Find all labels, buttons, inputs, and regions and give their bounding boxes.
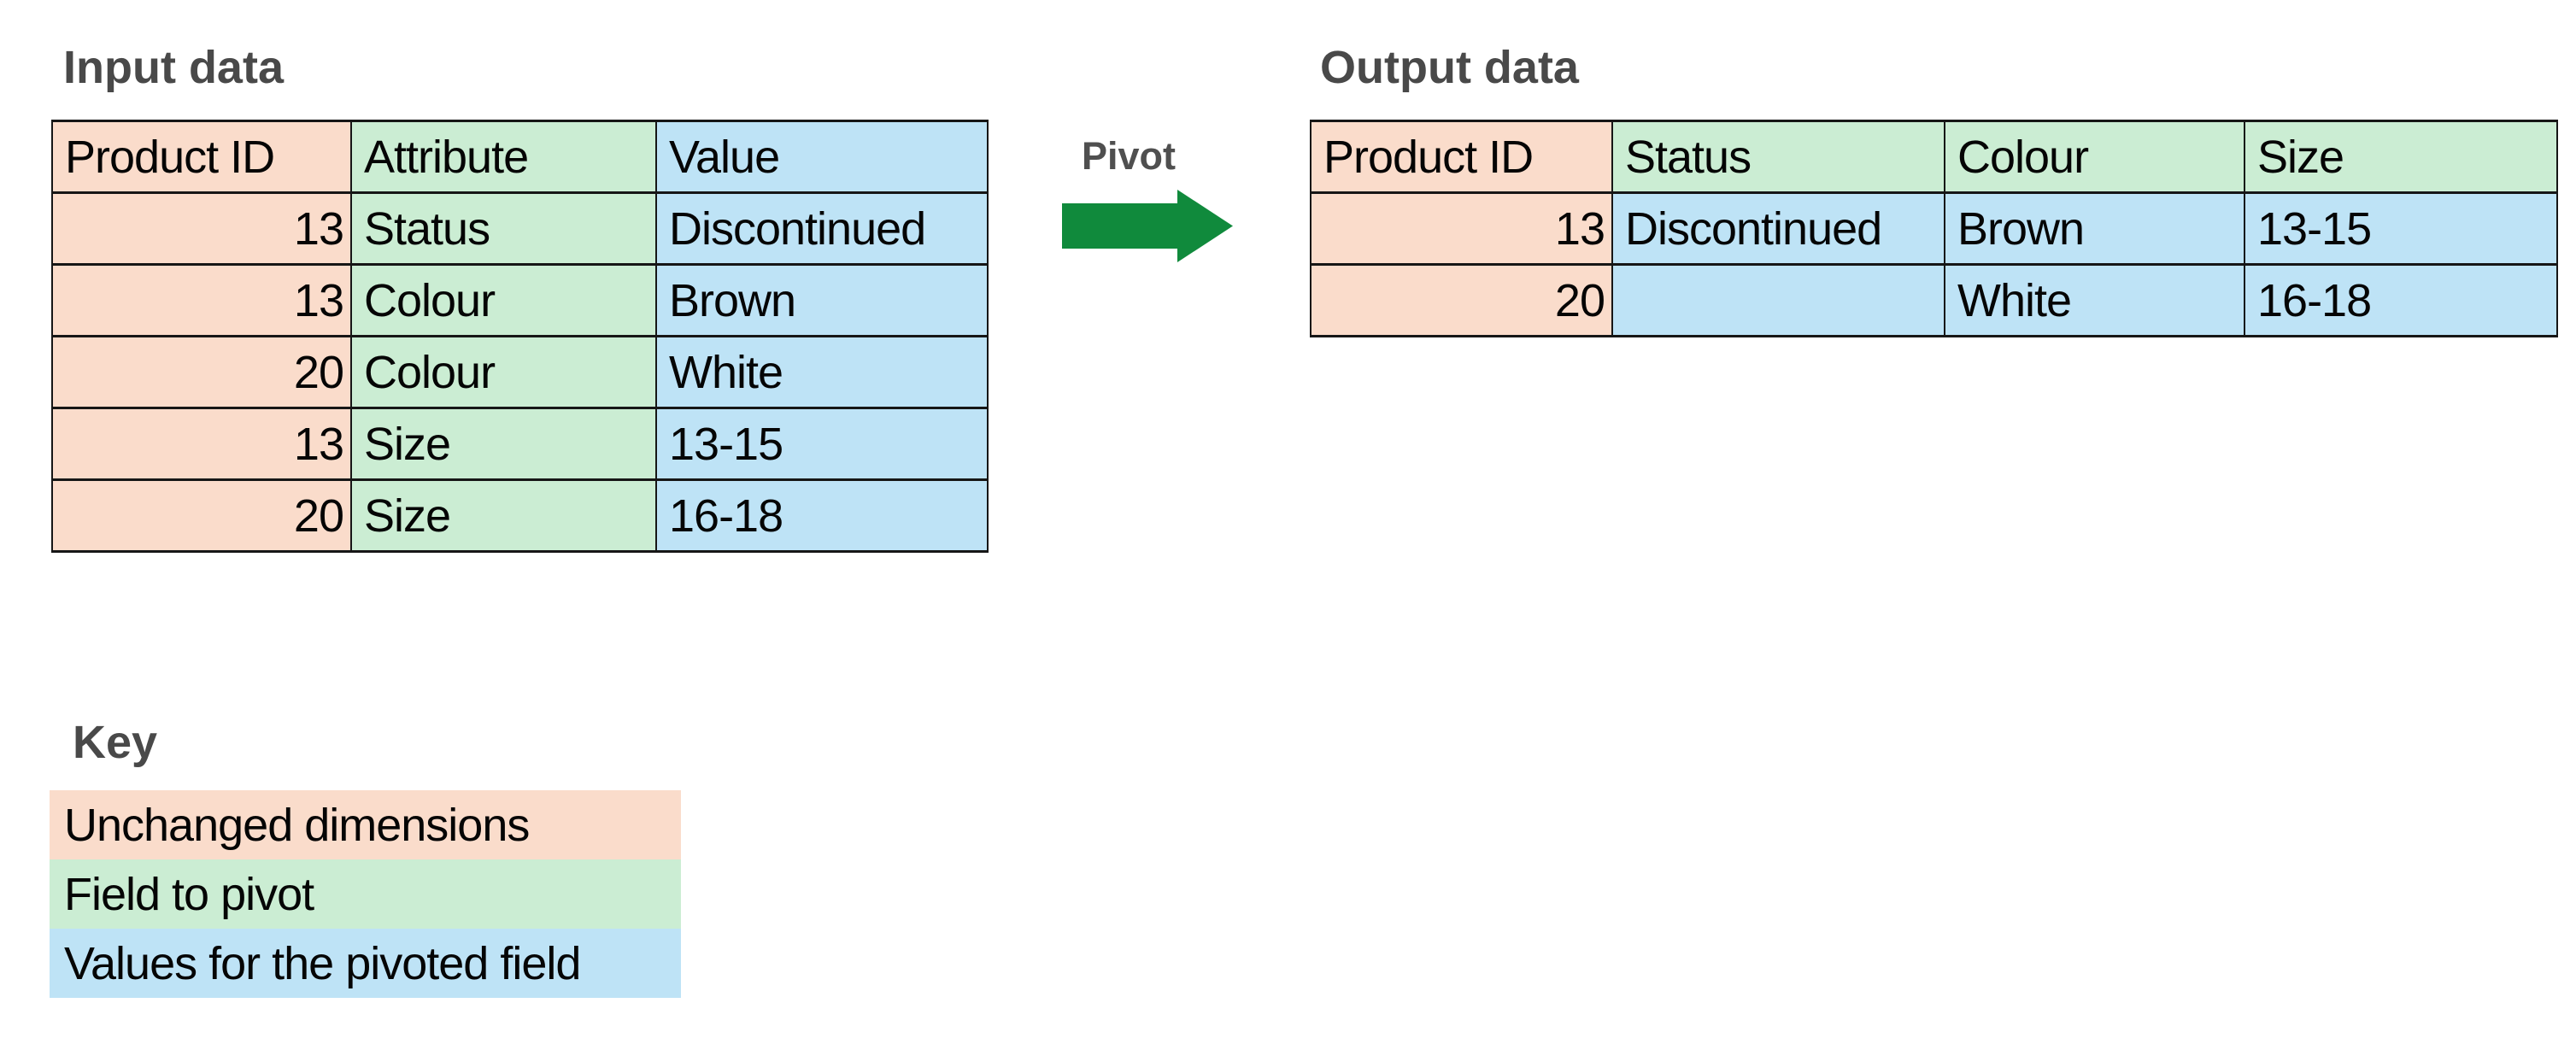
table-row: 13 Discontinued Brown 13-15 — [1310, 191, 2558, 266]
output-header-size: Size — [2244, 120, 2558, 194]
table-row: 20 Size 16-18 — [51, 478, 989, 553]
pivot-label: Pivot — [1082, 134, 1177, 178]
input-cell-attribute: Colour — [350, 335, 657, 409]
input-cell-product-id: 20 — [51, 335, 352, 409]
input-cell-attribute: Status — [350, 191, 657, 266]
key-title: Key — [73, 717, 158, 768]
input-data-title: Input data — [63, 42, 284, 93]
input-cell-value: Discontinued — [655, 191, 989, 266]
input-cell-attribute: Size — [350, 478, 657, 553]
input-cell-attribute: Size — [350, 407, 657, 481]
pivot-arrow-icon — [1062, 190, 1233, 262]
output-cell-product-id: 20 — [1310, 263, 1613, 337]
output-header-status: Status — [1611, 120, 1945, 194]
output-data-title: Output data — [1320, 42, 1579, 93]
input-cell-value: 13-15 — [655, 407, 989, 481]
input-cell-value: White — [655, 335, 989, 409]
table-row: 13 Size 13-15 — [51, 407, 989, 481]
key-item-values-for-pivoted-field: Values for the pivoted field — [50, 929, 681, 998]
input-header-row: Product ID Attribute Value — [51, 120, 989, 194]
input-cell-product-id: 20 — [51, 478, 352, 553]
key-item-label: Unchanged dimensions — [64, 799, 530, 851]
output-header-row: Product ID Status Colour Size — [1310, 120, 2558, 194]
output-data-table: Product ID Status Colour Size 13 Discont… — [1310, 120, 2558, 337]
input-cell-value: Brown — [655, 263, 989, 337]
output-cell-size: 13-15 — [2244, 191, 2558, 266]
input-data-table: Product ID Attribute Value 13 Status Dis… — [51, 120, 989, 553]
key-item-unchanged-dimensions: Unchanged dimensions — [50, 790, 681, 859]
key-item-field-to-pivot: Field to pivot — [50, 859, 681, 929]
output-cell-colour: White — [1944, 263, 2245, 337]
input-cell-product-id: 13 — [51, 263, 352, 337]
output-cell-status: Discontinued — [1611, 191, 1945, 266]
input-cell-product-id: 13 — [51, 407, 352, 481]
table-row: 20 White 16-18 — [1310, 263, 2558, 337]
output-cell-size: 16-18 — [2244, 263, 2558, 337]
table-row: 13 Colour Brown — [51, 263, 989, 337]
input-cell-attribute: Colour — [350, 263, 657, 337]
key-item-label: Values for the pivoted field — [64, 937, 581, 989]
output-cell-colour: Brown — [1944, 191, 2245, 266]
key-item-label: Field to pivot — [64, 868, 314, 920]
input-header-value: Value — [655, 120, 989, 194]
table-row: 13 Status Discontinued — [51, 191, 989, 266]
key-legend: Unchanged dimensions Field to pivot Valu… — [50, 790, 681, 998]
output-header-product-id: Product ID — [1310, 120, 1613, 194]
input-cell-value: 16-18 — [655, 478, 989, 553]
output-header-colour: Colour — [1944, 120, 2245, 194]
input-cell-product-id: 13 — [51, 191, 352, 266]
input-header-attribute: Attribute — [350, 120, 657, 194]
input-header-product-id: Product ID — [51, 120, 352, 194]
output-cell-status — [1611, 263, 1945, 337]
output-cell-product-id: 13 — [1310, 191, 1613, 266]
table-row: 20 Colour White — [51, 335, 989, 409]
